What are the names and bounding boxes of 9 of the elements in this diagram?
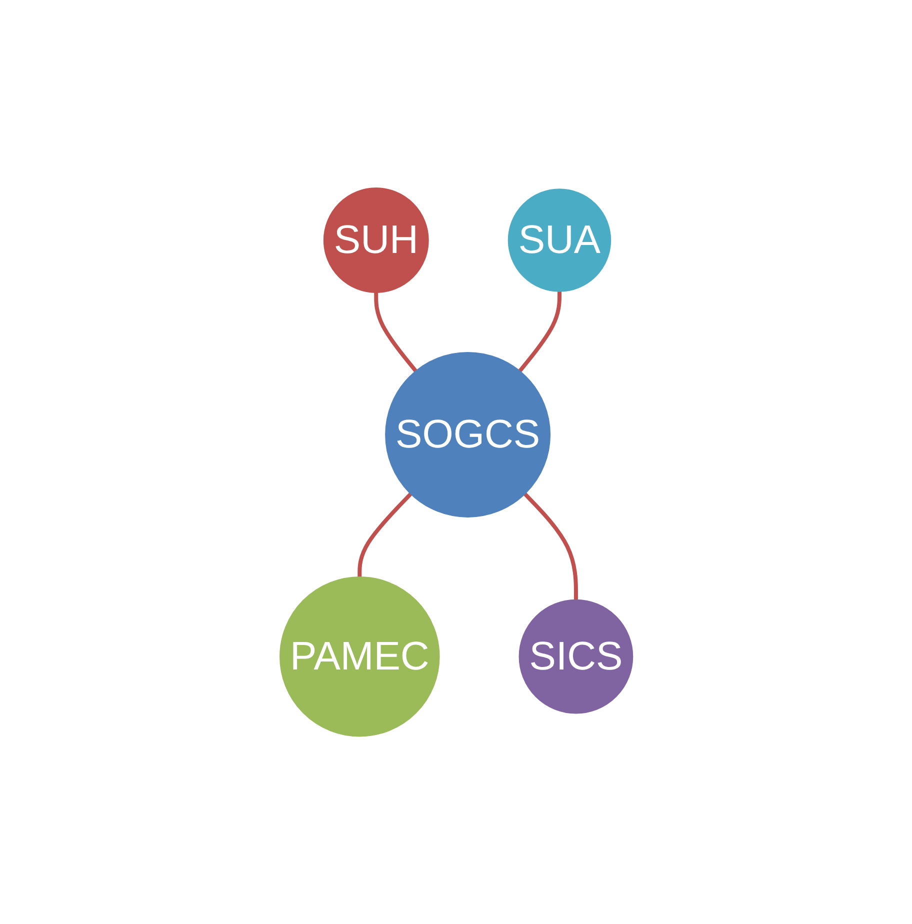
connector xyxy=(357,492,412,577)
connector xyxy=(518,291,562,372)
node-circle: SUA xyxy=(508,188,611,292)
node-circle: SUH xyxy=(323,187,429,293)
node-circle: SICS xyxy=(518,599,633,714)
connector xyxy=(523,492,578,600)
node-circle: PAMEC xyxy=(279,576,440,737)
node-circle: SOGCS xyxy=(384,352,550,518)
connector xyxy=(374,292,417,372)
